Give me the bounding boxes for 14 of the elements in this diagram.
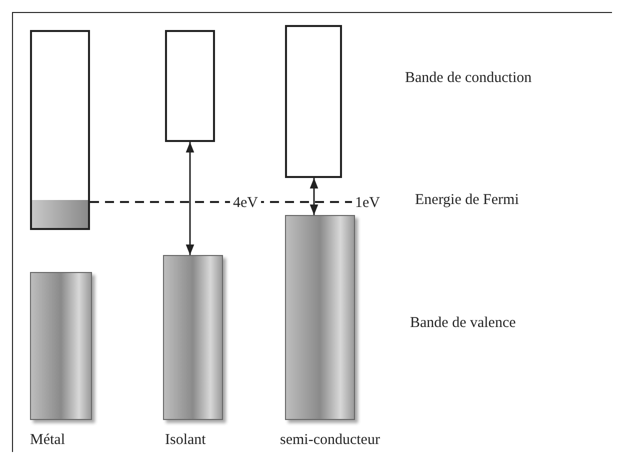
material-label: semi-conducteur (280, 432, 380, 449)
band-box (30, 30, 90, 230)
double-arrow (186, 142, 194, 255)
filled-band-bar (30, 272, 92, 420)
double-arrow (310, 178, 318, 215)
band-box (165, 30, 215, 142)
material-label: Métal (30, 432, 65, 449)
material-label: Isolant (165, 432, 206, 449)
level-label: Energie de Fermi (415, 192, 519, 209)
band-label: Bande de valence (410, 315, 516, 332)
filled-band-bar (285, 215, 355, 420)
filled-band-bar (163, 255, 223, 420)
band-label: Bande de conduction (405, 70, 532, 87)
band-box (285, 25, 342, 178)
